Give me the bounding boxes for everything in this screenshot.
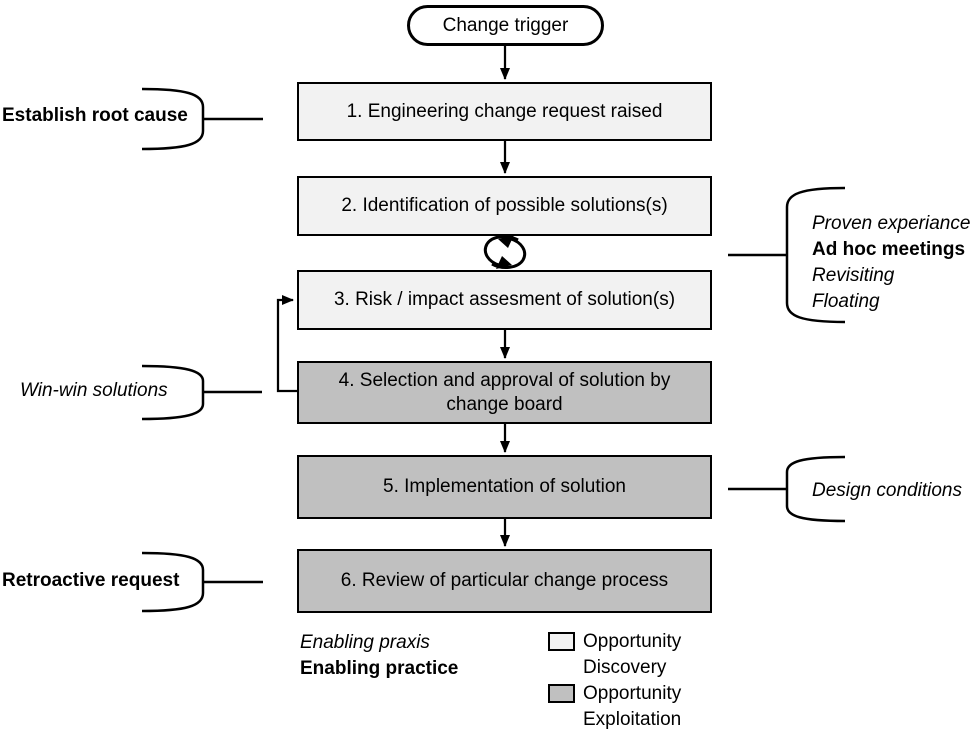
- left-brace-establish-root-cause: [141, 87, 263, 151]
- legend-label-line: Exploitation: [583, 709, 682, 730]
- legend-item-opportunity-discovery: Opportunity Discovery: [548, 629, 681, 681]
- legend-label-line: Opportunity: [583, 631, 682, 652]
- step-box-3: 3. Risk / impact assesment of solution(s…: [297, 270, 712, 330]
- footer-notes: Enabling praxis Enabling practice: [300, 630, 458, 682]
- left-annotation-win-win-solutions: Win-win solutions: [20, 380, 168, 401]
- annotation-line-revisiting: Revisiting: [812, 265, 895, 286]
- cycle-loop-icon: [483, 235, 527, 269]
- step-box-2: 2. Identification of possible solutions(…: [297, 176, 712, 236]
- legend-label-line: Discovery: [583, 657, 667, 678]
- annotation-line-floating: Floating: [812, 291, 880, 312]
- footer-note-enabling-praxis: Enabling praxis: [300, 632, 430, 653]
- step-box-6: 6. Review of particular change process: [297, 549, 712, 613]
- step-box-5: 5. Implementation of solution: [297, 455, 712, 519]
- annotation-line-proven-experiance: Proven experiance: [812, 213, 971, 234]
- step-box-1: 1. Engineering change request raised: [297, 82, 712, 141]
- left-brace-win-win-solutions: [141, 364, 262, 421]
- left-annotation-retroactive-request: Retroactive request: [2, 570, 180, 591]
- footer-note-enabling-practice: Enabling practice: [300, 658, 459, 679]
- legend-label: Opportunity Exploitation: [583, 681, 681, 730]
- light-swatch-icon: [548, 632, 575, 651]
- feedback-arrow-4-to-3: [276, 295, 297, 393]
- annotation-line-ad-hoc-meetings: Ad hoc meetings: [812, 239, 966, 260]
- step-box-4: 4. Selection and approval of solution by…: [297, 361, 712, 424]
- legend-label: Opportunity Discovery: [583, 629, 681, 681]
- legend-item-opportunity-exploitation: Opportunity Exploitation: [548, 681, 681, 730]
- legend: Opportunity Discovery Opportunity Exploi…: [548, 629, 681, 730]
- change-trigger-node: Change trigger: [407, 5, 604, 46]
- left-brace-retroactive-request: [141, 551, 263, 613]
- right-brace-solution-sources: [728, 186, 846, 324]
- right-brace-design-conditions: [728, 455, 846, 523]
- right-annotation-design-conditions: Design conditions: [812, 480, 962, 501]
- dark-swatch-icon: [548, 684, 575, 703]
- legend-label-line: Opportunity: [583, 683, 682, 704]
- left-annotation-establish-root-cause: Establish root cause: [2, 105, 188, 126]
- right-annotation-solution-sources: Proven experiance Ad hoc meetings Revisi…: [812, 211, 970, 315]
